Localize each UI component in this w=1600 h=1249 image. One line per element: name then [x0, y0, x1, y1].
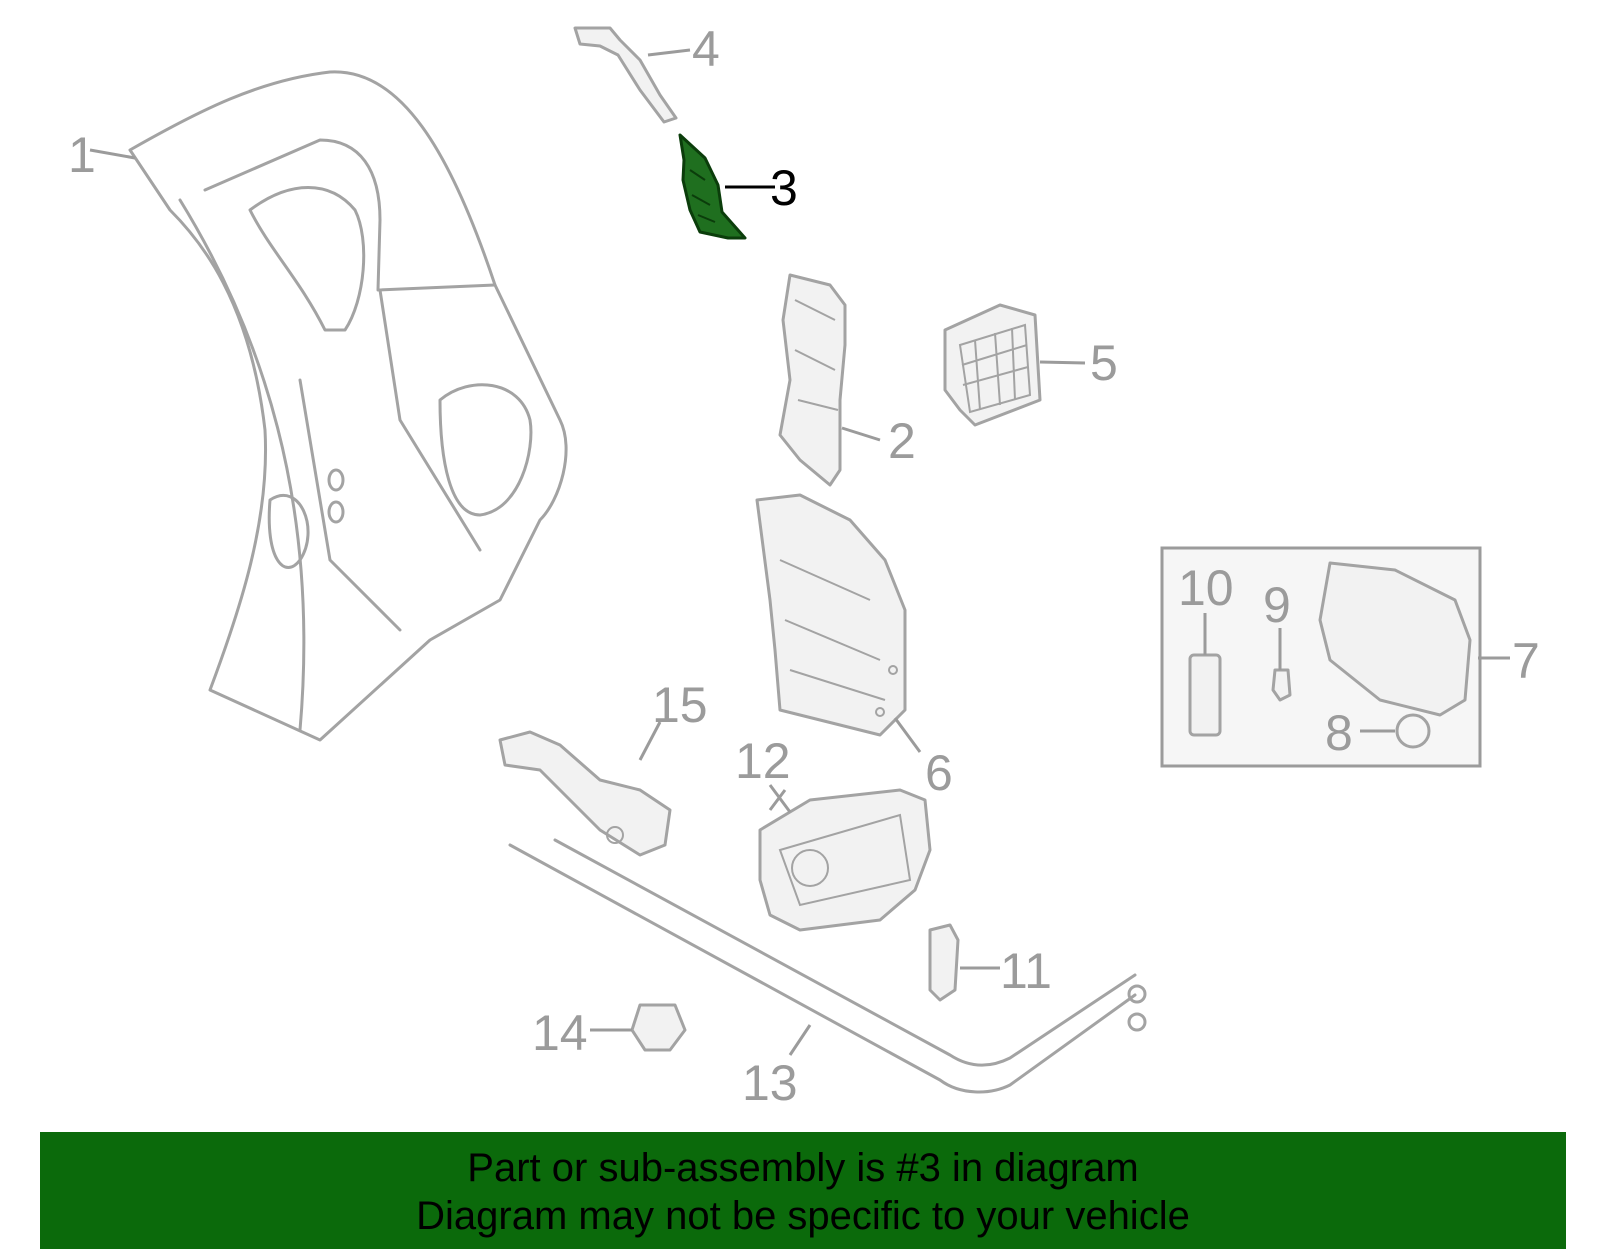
callout-1: 1 — [68, 127, 96, 183]
callout-14: 14 — [532, 1005, 588, 1061]
part-1-quarter-panel — [128, 70, 568, 742]
part-11-pin — [928, 923, 960, 1002]
callout-3-highlighted: 3 — [770, 160, 798, 216]
banner-line-disclaimer: Diagram may not be specific to your vehi… — [416, 1194, 1190, 1238]
part-5-vent — [943, 303, 1042, 427]
part-15-hinge — [498, 730, 672, 857]
part-4-bracket — [573, 26, 678, 124]
callout-2: 2 — [888, 413, 916, 469]
part-14-clip — [630, 1003, 687, 1052]
callout-numbers: 1 4 3 5 2 6 7 8 9 10 11 12 13 14 15 — [68, 21, 1540, 1111]
callout-5: 5 — [1090, 335, 1118, 391]
leader-lines — [89, 48, 1510, 1056]
callout-10: 10 — [1178, 560, 1234, 616]
banner-line-part-info: Part or sub-assembly is #3 in diagram — [467, 1146, 1139, 1190]
part-2-panel — [778, 273, 847, 487]
inset-box — [1160, 546, 1482, 768]
callout-13: 13 — [742, 1055, 798, 1111]
callout-11: 11 — [1000, 943, 1052, 999]
callout-7: 7 — [1512, 633, 1540, 689]
callout-6: 6 — [925, 745, 953, 801]
callout-15: 15 — [652, 677, 708, 733]
info-banner: Part or sub-assembly is #3 in diagram Di… — [40, 1132, 1566, 1249]
callout-9: 9 — [1263, 577, 1291, 633]
parts-diagram: 1 4 3 5 2 6 7 8 9 10 11 12 13 14 15 — [68, 21, 1540, 1111]
callout-4: 4 — [692, 21, 720, 77]
part-12-housing — [758, 788, 932, 932]
part-6-liner — [755, 493, 907, 737]
callout-8: 8 — [1325, 705, 1353, 761]
callout-12: 12 — [735, 733, 791, 789]
part-13-cable — [508, 838, 1147, 1094]
part-3-highlighted — [678, 133, 747, 240]
